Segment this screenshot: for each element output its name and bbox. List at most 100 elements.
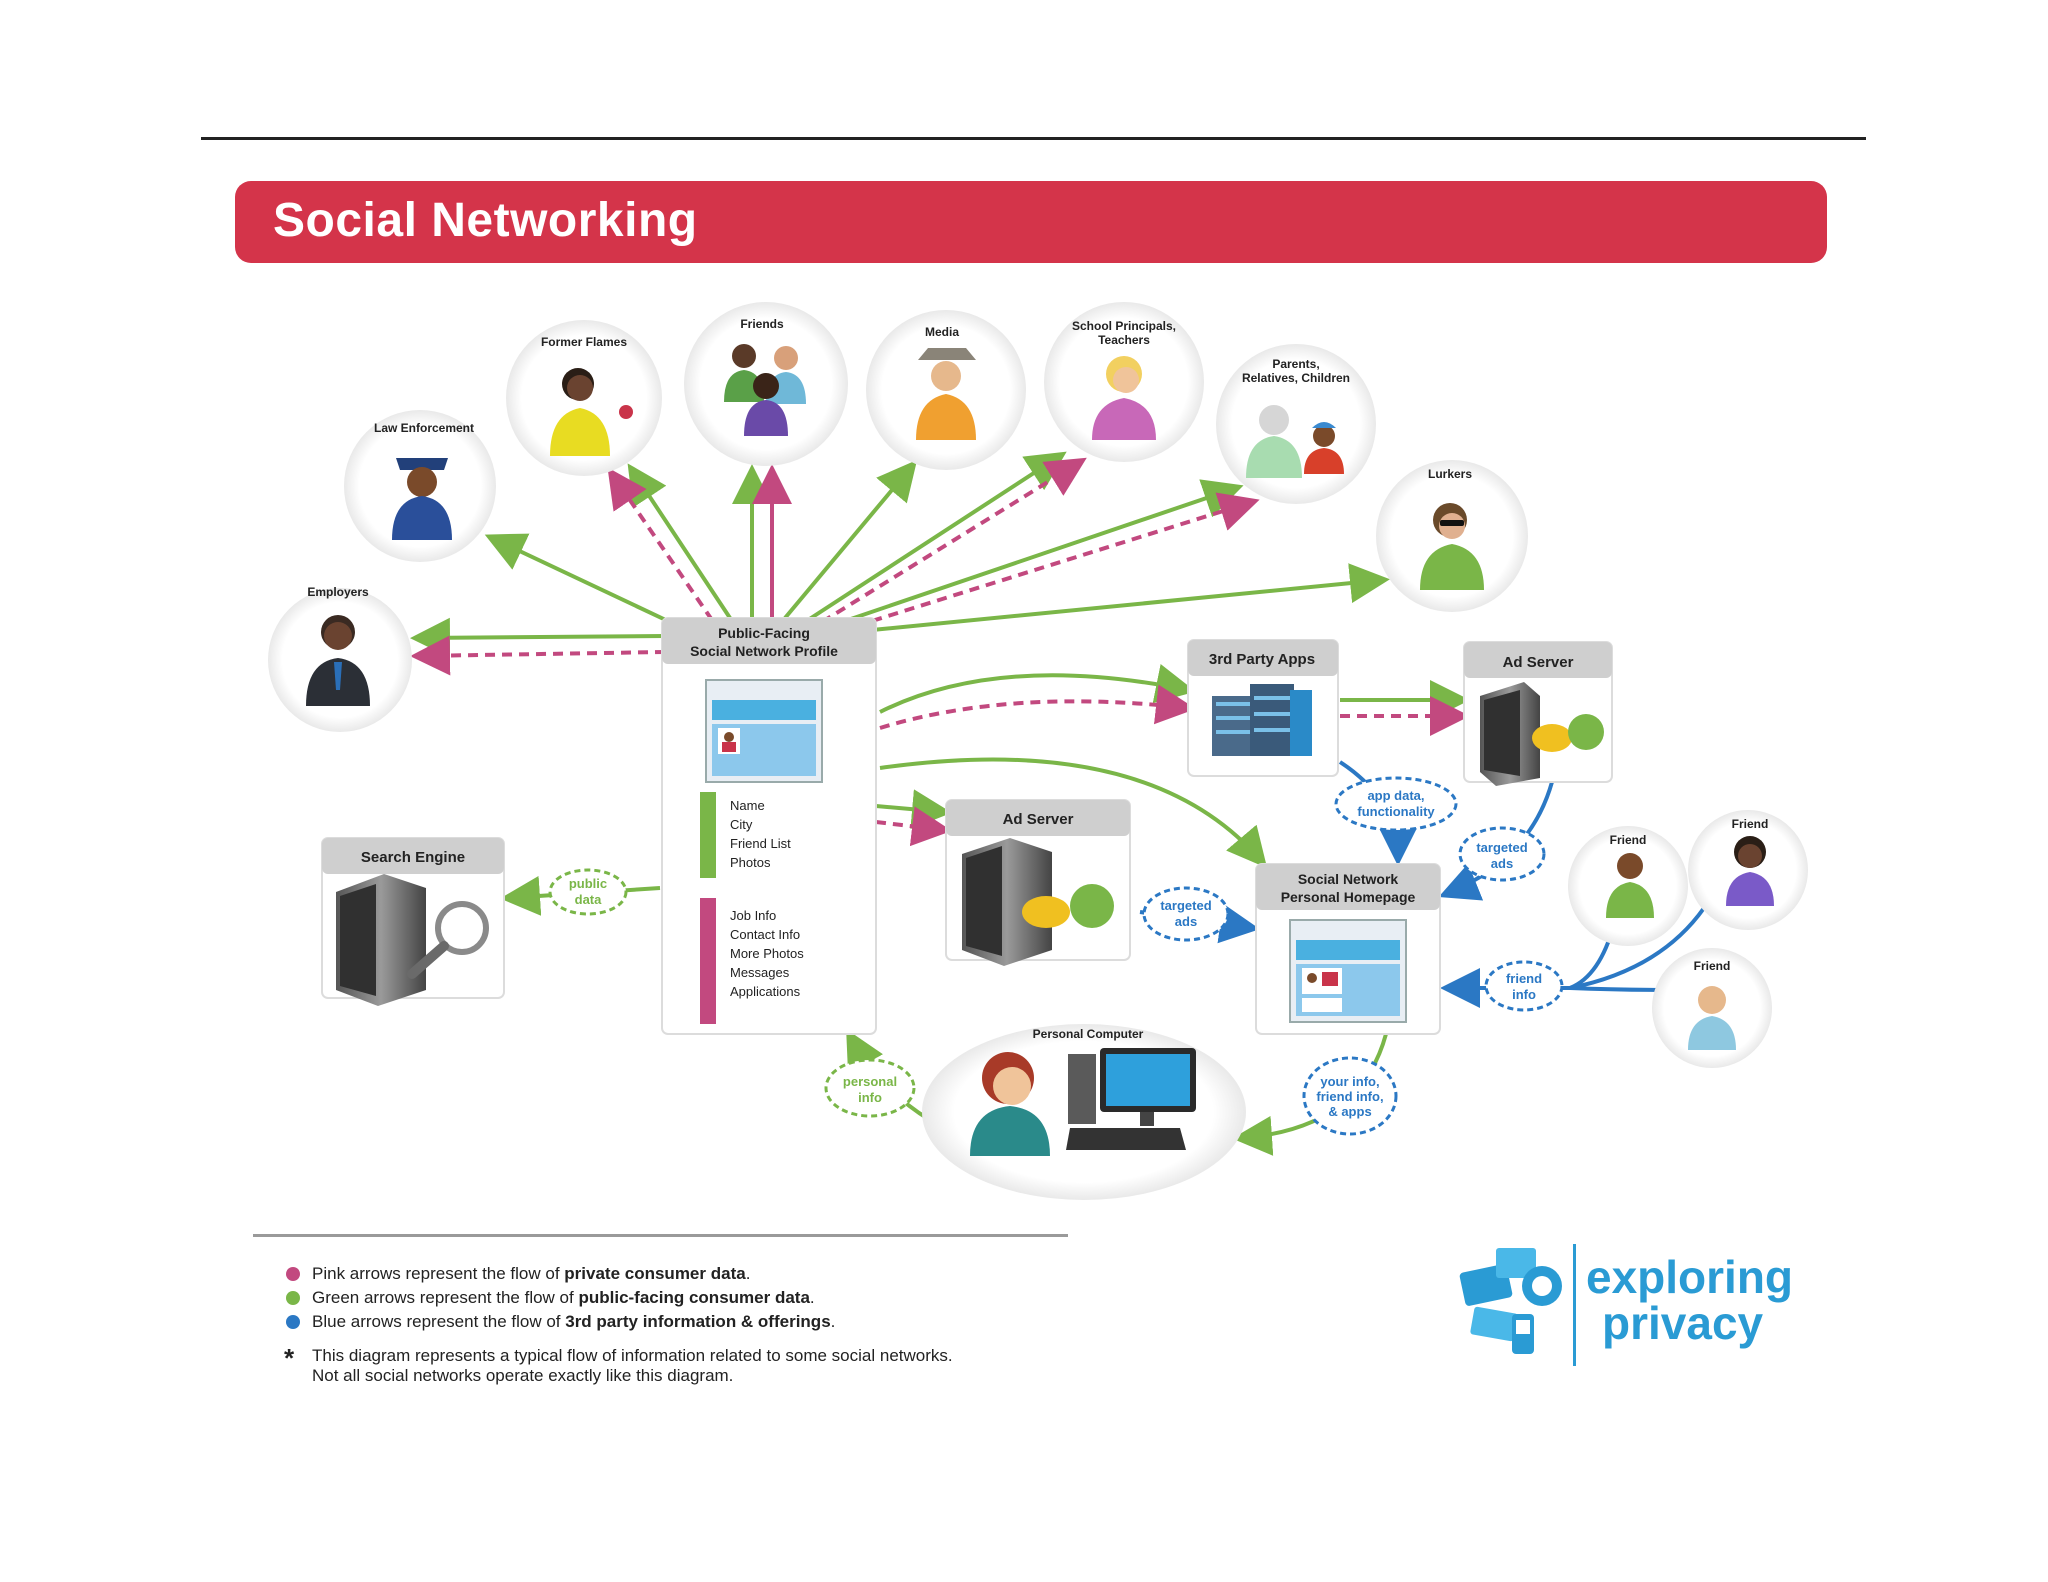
profile-private-4: Messages <box>730 965 790 980</box>
node-employers: Employers <box>268 585 412 732</box>
arrow-green-flames <box>627 463 732 620</box>
bubble-targeted-ads-center-1: targeted <box>1160 898 1211 913</box>
office-buildings-icon <box>1212 684 1312 756</box>
label-friend-c: Friend <box>1694 959 1731 973</box>
legend-green-text: Green arrows represent the flow of <box>312 1288 579 1307</box>
logo-divider <box>1573 1244 1576 1366</box>
node-friend-b: Friend <box>1688 810 1808 930</box>
profile-public-1: Name <box>730 798 765 813</box>
bubble-your-info-3: & apps <box>1328 1104 1371 1119</box>
arrow-green-lurkers <box>871 563 1390 632</box>
label-friend-a: Friend <box>1610 833 1647 847</box>
bubble-targeted-ads-right-2: ads <box>1491 856 1513 871</box>
desktop-computer-icon <box>1066 1048 1196 1150</box>
bubble-public-data-1: public <box>569 876 607 891</box>
arrow-pink-adserver-center <box>875 806 952 847</box>
bubble-public-data: public data <box>548 868 628 916</box>
legend-note-line-2: Not all social networks operate exactly … <box>312 1366 734 1385</box>
label-parents-2: Relatives, Children <box>1242 371 1350 385</box>
profile-public-4: Photos <box>730 855 771 870</box>
node-media: Media <box>866 310 1026 470</box>
profile-public-3: Friend List <box>730 836 791 851</box>
label-friends: Friends <box>740 317 784 331</box>
legend-green-period: . <box>809 1288 815 1307</box>
devices-cluster-icon <box>1459 1248 1562 1354</box>
profile-private-1: Job Info <box>730 908 776 923</box>
arrow-green-parents <box>841 479 1244 624</box>
person-avatar-icon <box>916 348 976 440</box>
node-personal-computer: Personal Computer <box>922 1024 1246 1200</box>
panel-3rd-party-apps: 3rd Party Apps <box>1187 639 1339 777</box>
node-parents: Parents, Relatives, Children <box>1216 344 1376 504</box>
label-employers: Employers <box>307 585 369 599</box>
node-friend-a: Friend <box>1568 826 1688 946</box>
node-former-flames: Former Flames <box>506 320 662 476</box>
arrow-green-media <box>783 459 918 620</box>
panel-profile: Public-Facing Social Network Profile Nam… <box>661 617 877 1035</box>
bubble-friend-info-2: info <box>1512 987 1536 1002</box>
ad-server-right-title: Ad Server <box>1503 654 1574 671</box>
arrow-green-school <box>806 451 1067 622</box>
bubble-targeted-ads-right: targeted ads <box>1458 826 1546 882</box>
label-school-2: Teachers <box>1098 333 1150 347</box>
bubble-app-data-1: app data, <box>1367 788 1424 803</box>
node-school: School Principals, Teachers <box>1044 302 1204 462</box>
homepage-title-1: Social Network <box>1298 871 1399 887</box>
bubble-personal-info: personal info <box>824 1058 916 1118</box>
bubble-friend-info-1: friend <box>1506 971 1542 986</box>
profile-public-2: City <box>730 817 753 832</box>
label-friend-b: Friend <box>1732 817 1769 831</box>
label-law-enforcement: Law Enforcement <box>374 421 474 435</box>
legend-blue-period: . <box>830 1312 836 1331</box>
arrow-blue-friend-b <box>1569 906 1706 990</box>
arrow-green-adserver-center <box>875 789 952 830</box>
bubble-personal-info-1: personal <box>843 1074 897 1089</box>
ad-server-center-title: Ad Server <box>1003 811 1074 828</box>
pink-dot-icon <box>286 1267 300 1281</box>
label-former-flames: Former Flames <box>541 335 627 349</box>
bubble-app-data-2: functionality <box>1357 804 1435 819</box>
legend-pink-bold: private consumer data <box>564 1264 746 1283</box>
person-avatar-icon <box>1606 853 1654 918</box>
homepage-title-2: Personal Homepage <box>1281 889 1416 905</box>
legend-pink: Pink arrows represent the flow of privat… <box>282 1262 953 1286</box>
bubble-targeted-ads-center: targeted ads <box>1142 886 1230 942</box>
panel-ad-server-right: Ad Server <box>1463 641 1613 786</box>
legend-green: Green arrows represent the flow of publi… <box>282 1286 953 1310</box>
bubble-your-info-2: friend info, <box>1316 1089 1383 1104</box>
profile-private-5: Applications <box>730 984 801 999</box>
magnifier-icon <box>407 901 489 979</box>
node-friend-c: Friend <box>1652 948 1772 1068</box>
node-friends: Friends <box>684 302 848 466</box>
bubble-your-info: your info, friend info, & apps <box>1302 1056 1398 1136</box>
legend-pink-period: . <box>745 1264 751 1283</box>
bubble-your-info-1: your info, <box>1320 1074 1379 1089</box>
person-avatar-icon <box>1246 405 1344 478</box>
node-law-enforcement: Law Enforcement <box>344 410 496 562</box>
arrow-green-3rd-party <box>879 664 1196 714</box>
logo-line-1: exploring <box>1586 1251 1794 1303</box>
node-lurkers: Lurkers <box>1376 460 1528 612</box>
logo-line-2: privacy <box>1602 1297 1764 1349</box>
title-banner: Social Networking <box>235 181 1827 263</box>
logo-text: exploring privacy <box>1586 1254 1793 1346</box>
search-engine-title: Search Engine <box>361 849 465 866</box>
legend-rule <box>253 1234 1068 1237</box>
bubble-app-data: app data, functionality <box>1334 776 1458 832</box>
person-avatar-icon <box>970 1052 1050 1156</box>
server-icon <box>336 874 426 1006</box>
person-avatar-icon <box>306 615 370 706</box>
bubble-targeted-ads-center-2: ads <box>1175 914 1197 929</box>
arrow-pink-employers <box>410 635 666 676</box>
label-media: Media <box>925 325 959 339</box>
arrow-pink-parents <box>855 492 1260 628</box>
asterisk-icon: * <box>284 1343 295 1373</box>
top-rule <box>201 137 1866 140</box>
server-icon <box>1480 682 1540 786</box>
bubble-personal-info-2: info <box>858 1090 882 1105</box>
arrow-green-employers <box>410 617 666 658</box>
legend-blue-text: Blue arrows represent the flow of <box>312 1312 566 1331</box>
arrows-to-audience <box>410 451 1390 676</box>
legend: Pink arrows represent the flow of privat… <box>282 1262 953 1386</box>
